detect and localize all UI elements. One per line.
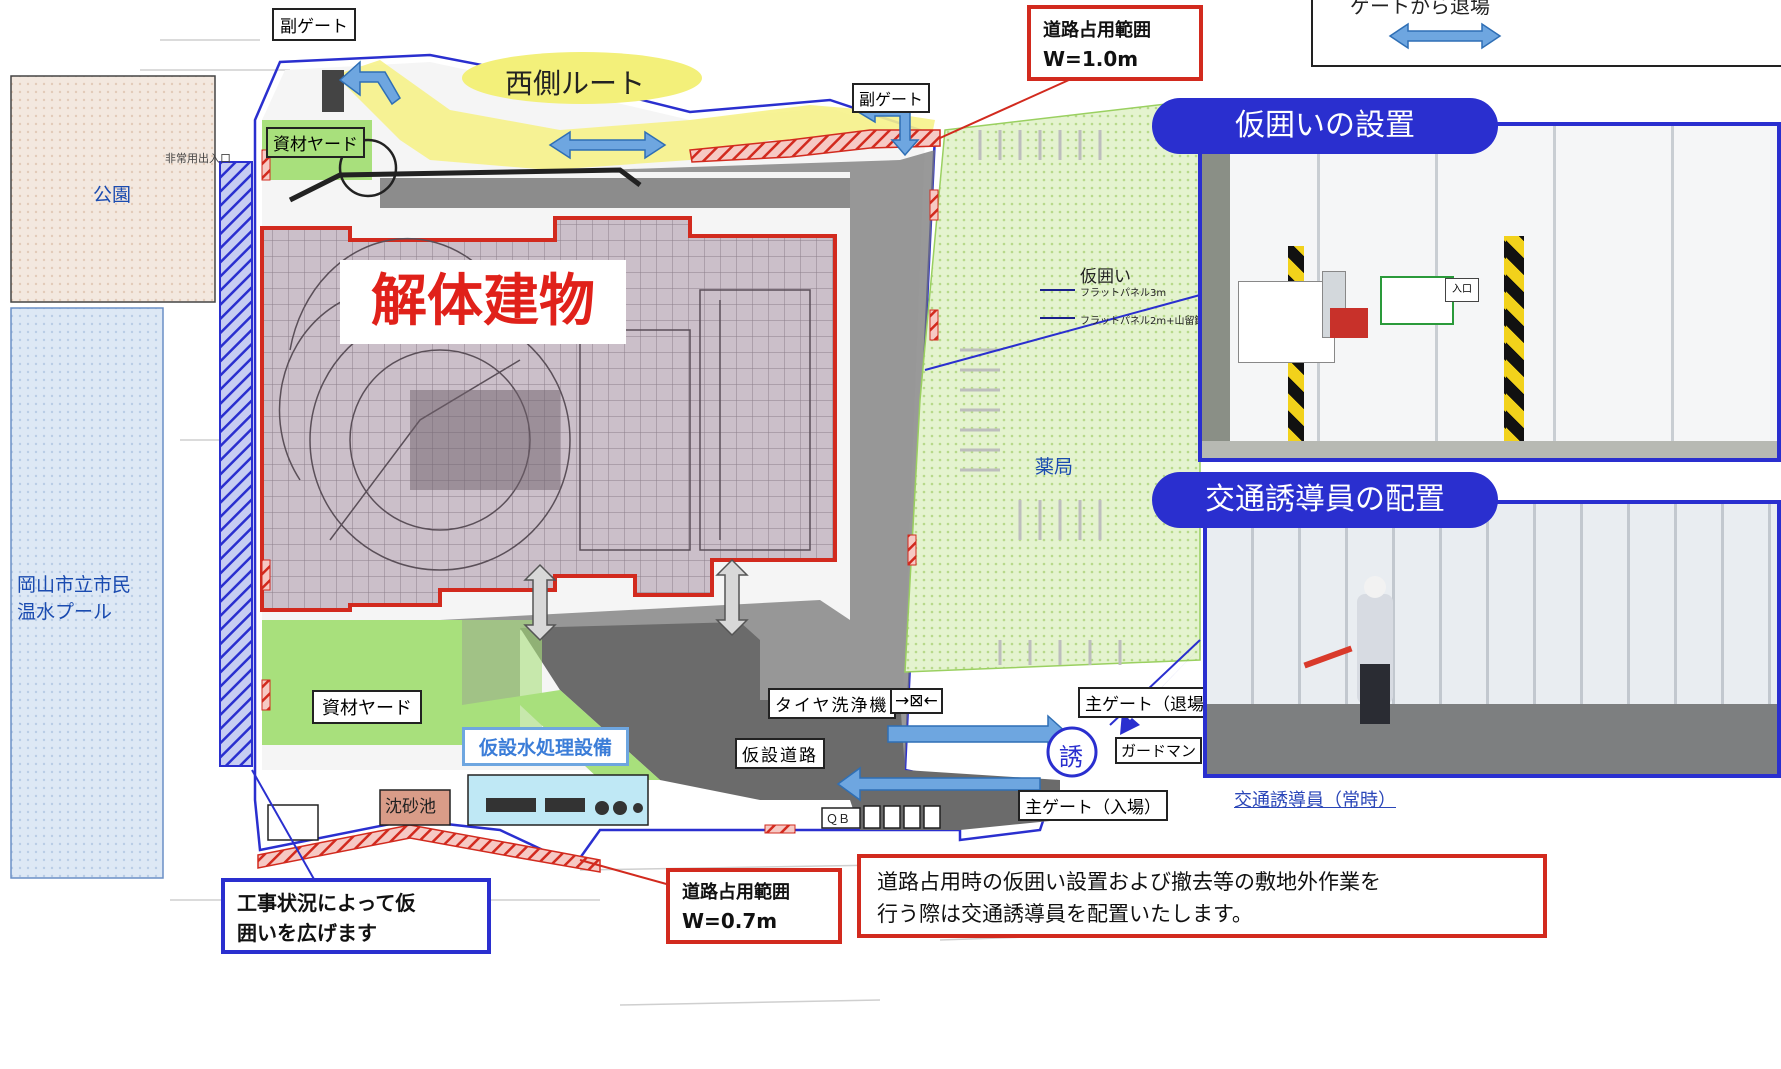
water-treatment-label: 仮設水処理設備 <box>462 727 630 766</box>
guide-photo-fence <box>1207 504 1777 704</box>
west-route-band <box>335 60 935 170</box>
temp-road-label: 仮設道路 <box>735 738 825 769</box>
crane-boom <box>288 167 642 203</box>
road-occupancy-bottom <box>257 824 601 873</box>
warning-stripe-right <box>1506 236 1524 458</box>
vertical-arrows <box>523 558 749 642</box>
fence-photo: 入口 <box>1198 122 1781 462</box>
sediment-pond-label: 沈砂池 <box>385 797 436 817</box>
legend-box-text: ゲートから退場 <box>1350 0 1490 18</box>
qb-label: ＱＢ <box>826 812 851 826</box>
tire-washer-label: タイヤ洗浄機 <box>768 688 896 719</box>
fence-legend-title: 仮囲い <box>1080 267 1131 287</box>
traffic-guide-note: 道路占用時の仮囲い設置および撤去等の敷地外作業を 行う際は交通誘導員を配置いたし… <box>857 854 1547 938</box>
road-occupancy-top-title: 道路占用範囲 <box>1043 20 1151 41</box>
post-box <box>1330 308 1368 338</box>
fence-legend-line1: フラットパネル3m <box>1080 288 1167 299</box>
guide-person-helmet <box>1364 576 1386 598</box>
pharmacy-area <box>904 99 1201 673</box>
pharmacy-label: 薬局 <box>1035 456 1074 478</box>
tire-washer-symbol: →⊠← <box>890 688 943 714</box>
material-yard-bottom-area <box>262 620 462 745</box>
fence-photo-edge <box>1202 126 1230 458</box>
west-route-label: 西側ルート <box>505 67 646 100</box>
road-occupancy-top-value: W=1.0m <box>1043 47 1139 71</box>
fence-markers <box>261 149 939 834</box>
main-gate-entry-label: 主ゲート（入場） <box>1018 790 1168 821</box>
water-treatment-equipment <box>486 798 643 815</box>
mascot-sign <box>1380 276 1454 325</box>
road-occupancy-top-callout: 道路占用範囲 W=1.0m <box>1027 5 1203 81</box>
qb-row <box>821 805 941 829</box>
road-occupancy-bottom-value: W=0.7m <box>682 909 778 933</box>
expand-fence-callout: 工事状況によって仮 囲いを広げます <box>221 878 491 954</box>
fence-photo-title: 仮囲いの設置 <box>1152 98 1498 154</box>
material-yard-bottom-label: 資材ヤード <box>312 690 422 724</box>
pool-label: 岡山市立市民 温水プール <box>17 574 132 623</box>
legend-arrow <box>1388 22 1502 50</box>
expandable-fence-strip <box>219 161 253 767</box>
pool-area <box>10 307 164 879</box>
traffic-guide-circle <box>1046 726 1098 778</box>
internal-road <box>430 150 935 770</box>
fence-legend-line2: フラットパネル2m+山留鋼 <box>1080 316 1205 327</box>
demolition-building-label: 解体建物 <box>340 260 626 344</box>
park-label: 公園 <box>93 184 132 206</box>
road-occupancy-bottom-title: 道路占用範囲 <box>682 882 790 903</box>
crane-rail-road <box>380 178 850 208</box>
guide-photo-road <box>1207 704 1777 774</box>
guard-booth <box>322 70 344 112</box>
guide-person-legs <box>1360 664 1390 724</box>
guardman-label: ガードマン <box>1115 737 1203 764</box>
sub-gate-left-label: 副ゲート <box>272 8 356 41</box>
pharmacy-parking <box>960 130 1122 665</box>
blue-leader-arrowhead <box>1120 632 1215 735</box>
guide-photo-caption: 交通誘導員（常時） <box>1234 790 1396 811</box>
guide-photo-title: 交通誘導員の配置 <box>1152 472 1498 528</box>
small-facility <box>267 804 319 841</box>
sediment-pond-box <box>379 789 451 826</box>
building-dense-area <box>410 390 560 490</box>
west-route-label-bg <box>462 52 702 104</box>
fence-photo-ground <box>1202 441 1777 458</box>
road-occupancy-top <box>689 129 941 163</box>
emergency-exit-label: 非常用出入口 <box>165 152 231 165</box>
guide-photo <box>1203 500 1781 778</box>
notice-board <box>1238 281 1335 363</box>
legend-box <box>1311 0 1781 67</box>
entrance-sign: 入口 <box>1445 278 1479 302</box>
sub-gate-right-label: 副ゲート <box>852 83 931 113</box>
road-occupancy-bottom-callout: 道路占用範囲 W=0.7m <box>666 868 842 944</box>
park-area <box>10 75 216 303</box>
material-yard-top-label: 資材ヤード <box>266 127 365 158</box>
crane-base <box>338 138 398 198</box>
traffic-guide-mark: 誘 <box>1059 743 1083 771</box>
